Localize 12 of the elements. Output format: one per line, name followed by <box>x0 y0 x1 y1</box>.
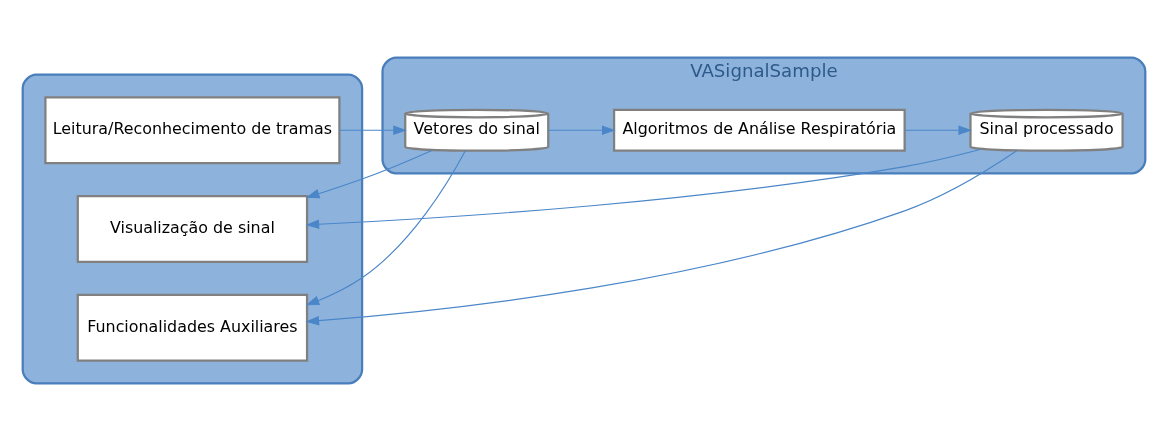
arrow <box>904 125 973 136</box>
node-box: Funcionalidades Auxiliares <box>76 293 309 362</box>
arrow <box>305 148 981 229</box>
cluster <box>21 73 364 385</box>
node-box: Visualização de sinal <box>76 194 309 264</box>
arrow <box>338 125 407 136</box>
arrow <box>305 150 1018 326</box>
arrow <box>547 125 616 136</box>
arrow <box>305 149 433 199</box>
node-box: Algoritmos de Análise Respiratória <box>612 108 906 152</box>
node-box: Leitura/Reconhecimento de tramas <box>44 96 341 165</box>
arrow <box>305 150 466 306</box>
